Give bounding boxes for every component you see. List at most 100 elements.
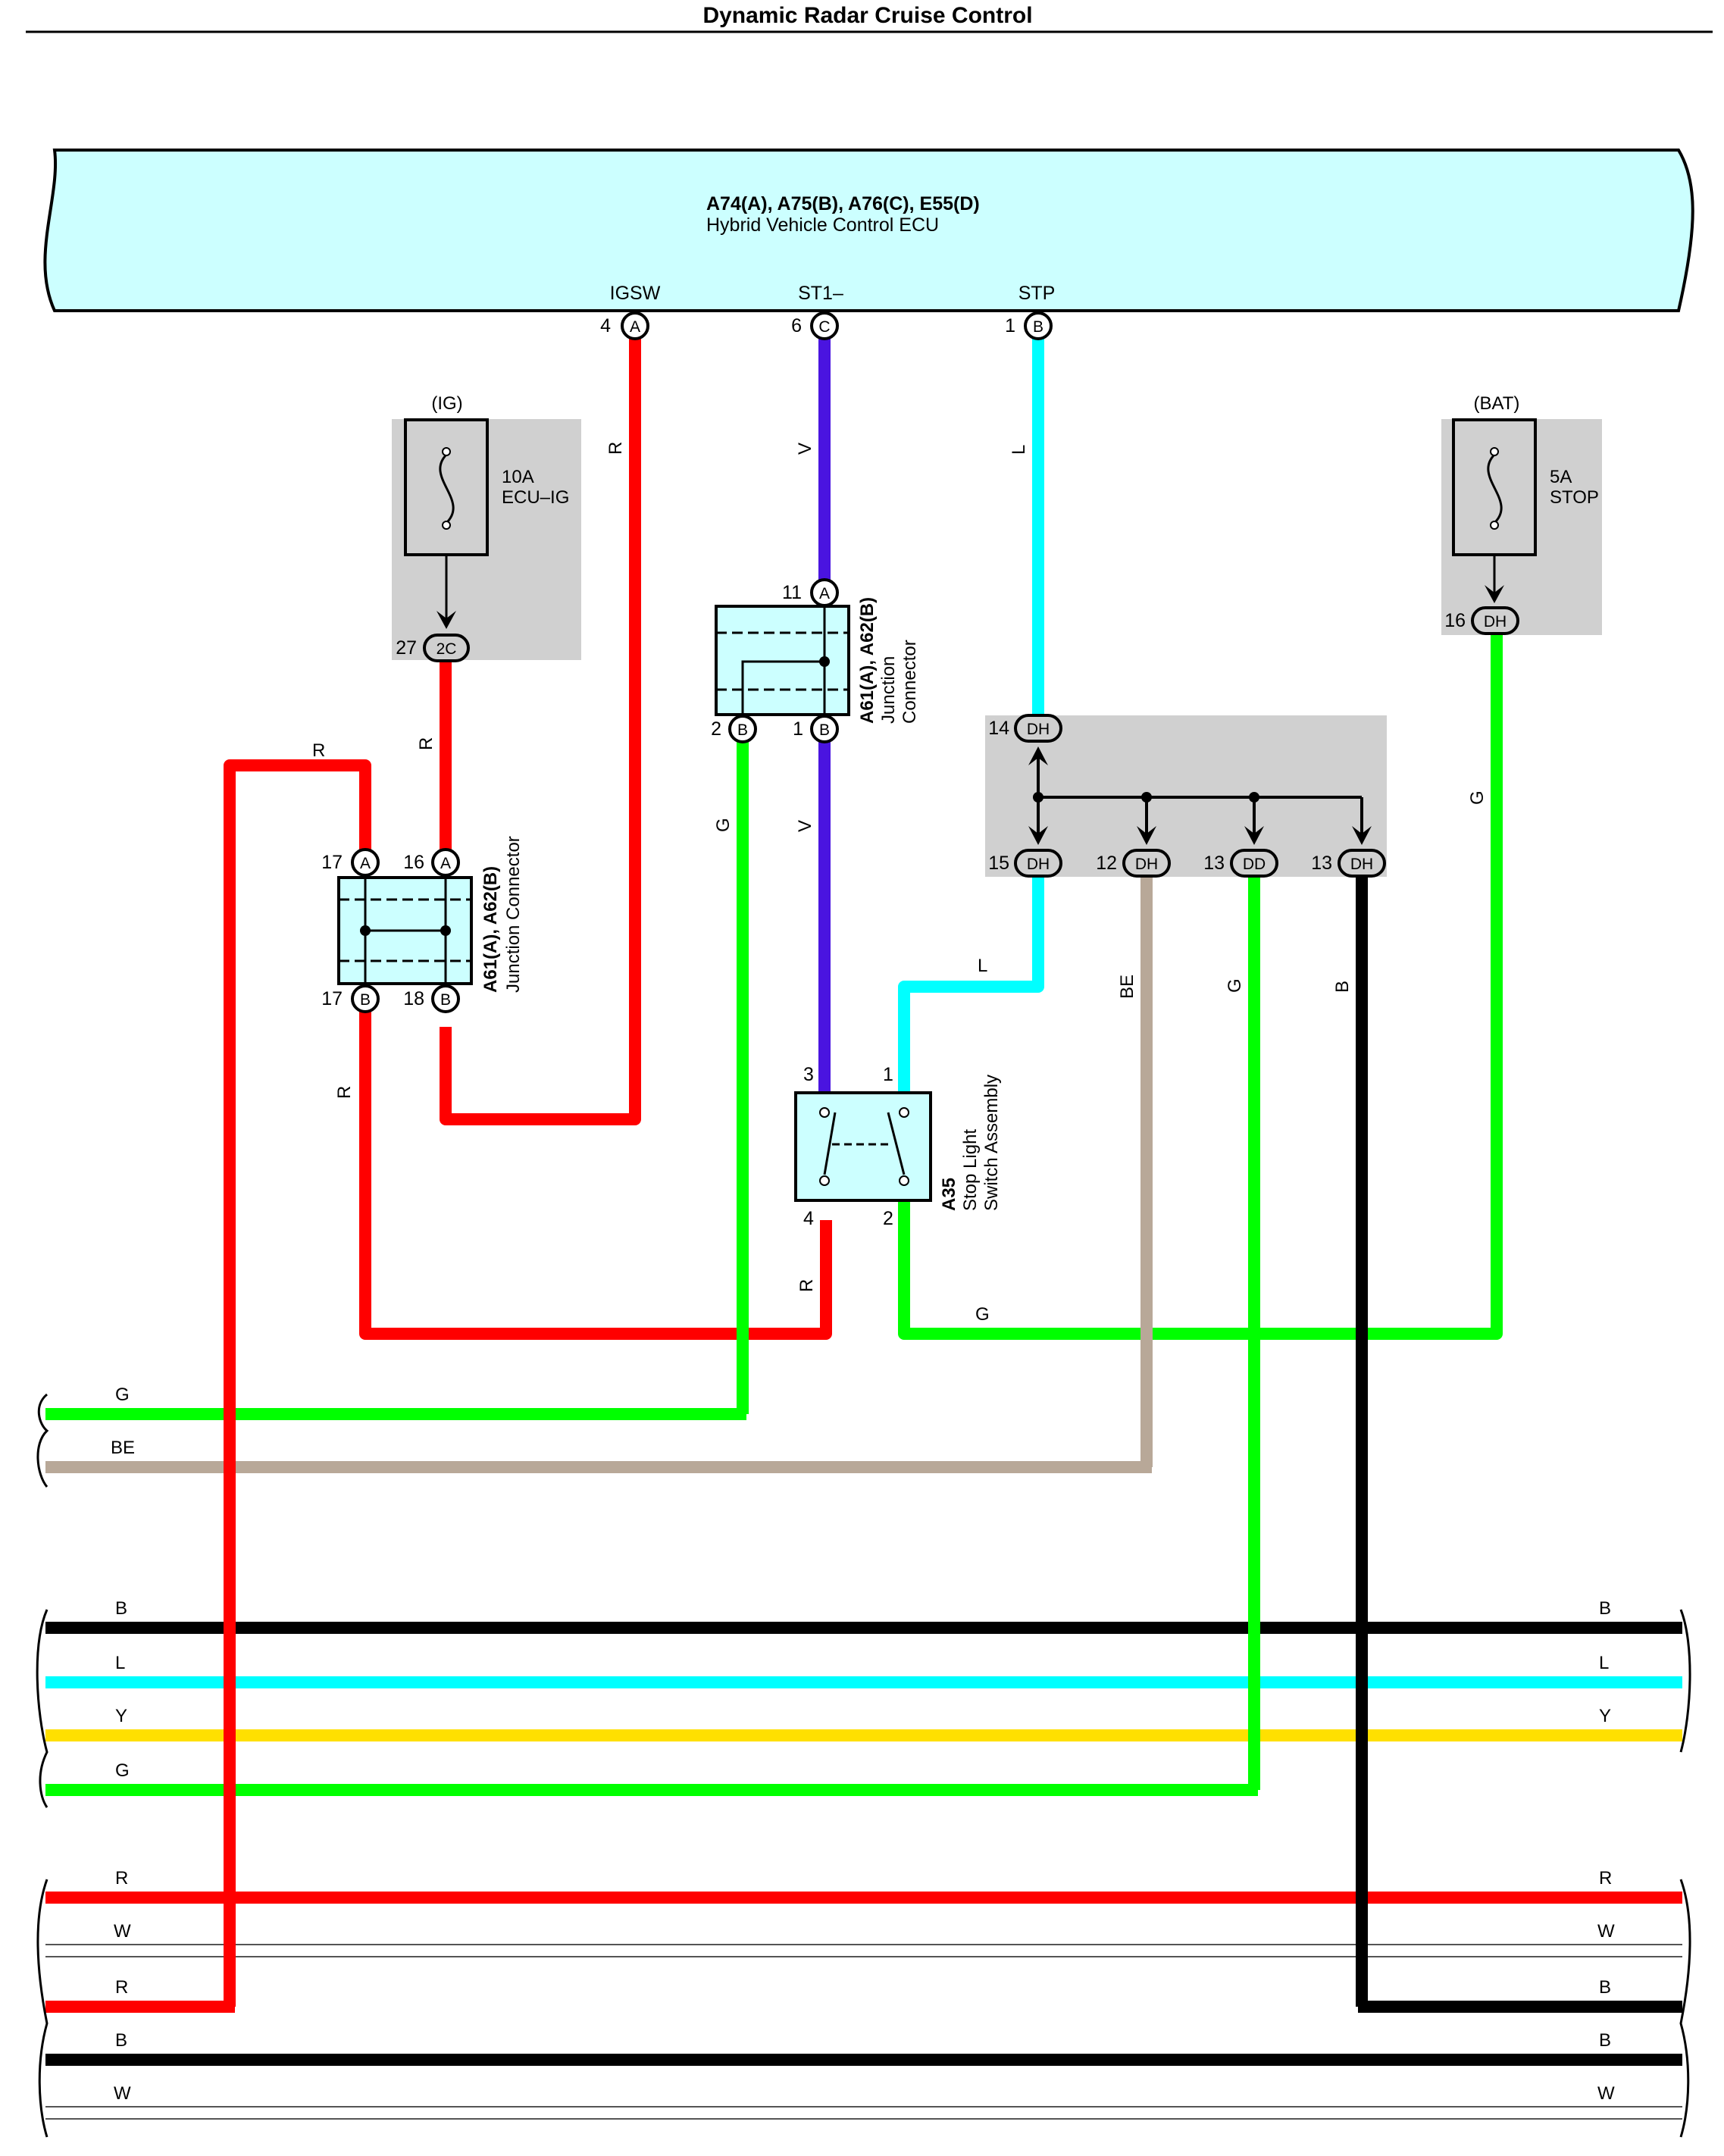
ecu-terminals: A 4 C 6 B 1 (600, 311, 1053, 340)
splice-arrow-icon (1244, 826, 1264, 845)
terminal-igsw-conn: A (630, 318, 640, 336)
jc-left-terminal-17b: B 17 (321, 984, 380, 1013)
harness-label-left: R (115, 1977, 128, 1998)
fuse-ig-group: (IG) (431, 393, 462, 414)
switch-pin-4: 4 (803, 1208, 814, 1229)
jc-mid-conn: A (819, 585, 830, 602)
harness-break-marks (36, 1393, 1691, 2138)
jc-mid-terminals: A 11 B 2 B 1 (711, 578, 839, 743)
wire-label-switch-in: L (978, 956, 987, 976)
stop-switch-name-1: Stop Light (960, 1129, 981, 1211)
fuse-bat: (BAT) 5A STOP (1452, 393, 1599, 603)
harness-label-left: B (115, 1598, 127, 1619)
fuse-ig-pin: 27 (396, 637, 417, 659)
wire-label-fuse-ig: R (416, 737, 436, 750)
stop-switch-name-2: Switch Assembly (981, 1075, 1002, 1211)
harness-wire-w-1 (45, 1944, 1682, 1957)
fuse-ig-rating: 10A (502, 467, 534, 487)
jc-mid-terminal-2b: B 2 (711, 715, 757, 743)
wire-label-jc-left-top: R (312, 740, 325, 761)
stop-switch-contact-icon (887, 1112, 906, 1175)
harness-label-left: Y (115, 1706, 127, 1726)
harness-label-left: W (114, 1921, 131, 1942)
fuse-terminals: 2C 27 DH 16 (396, 606, 1519, 662)
terminal-st1-conn: C (818, 318, 830, 336)
terminal-name-igsw: IGSW (610, 283, 661, 304)
jc-mid-conn: B (737, 721, 748, 739)
jc-left-code: A61(A), A62(B) (480, 866, 501, 993)
circuit-wires (224, 326, 1503, 2007)
wire-jc-left-bottom-red (359, 1000, 832, 1340)
splice-arrow-icon (1028, 826, 1048, 845)
fuse-ig-conn: 2C (436, 640, 457, 658)
fuse-bat-terminal: DH 16 (1444, 606, 1519, 635)
fuse-ig-arrow-icon (436, 611, 456, 629)
wire-label-g-drop: G (1225, 978, 1245, 993)
stop-light-switch: A35 Stop Light Switch Assembly 3 1 4 2 (794, 1064, 1002, 1229)
jc-left-conn: B (360, 991, 371, 1009)
splice-up-arrow-icon (1028, 746, 1048, 765)
jc-mid-terminal-1b: B 1 (793, 715, 839, 743)
fuse-bat-pin: 16 (1444, 610, 1466, 631)
terminal-igsw-pin: 4 (600, 315, 611, 336)
splice-pin: 13 (1203, 853, 1225, 874)
stop-switch-code: A35 (939, 1178, 959, 1211)
fuse-ig-icon (439, 453, 455, 524)
wire-color-labels: R V L R R R G V L BE G B R G G (312, 442, 1488, 1325)
wire-switch-in-blue (898, 864, 1044, 1096)
terminal-stp: B 1 (1005, 311, 1053, 340)
terminal-st1: C 6 (791, 311, 839, 340)
splice-arrow-icon (1137, 826, 1156, 845)
fuse-bat-name: STOP (1550, 487, 1599, 508)
wire-label-igsw: R (605, 442, 626, 455)
jc-left-conn: A (440, 855, 451, 872)
fuse-bat-conn: DH (1484, 613, 1507, 631)
splice-conn: DH (1135, 856, 1158, 873)
ecu-name: Hybrid Vehicle Control ECU (706, 214, 939, 236)
jc-left-terminal-17a: A 17 (321, 848, 380, 877)
splice-terminal-14dh: DH 14 (988, 714, 1062, 743)
fuse-bat-icon (1487, 453, 1503, 524)
jc-left-conn: B (440, 991, 451, 1009)
diagram-title: Dynamic Radar Cruise Control (702, 3, 1032, 28)
switch-pin-3: 3 (803, 1064, 814, 1085)
fuse-bat-arrow-icon (1485, 585, 1504, 603)
terminal-igsw: A 4 (600, 311, 649, 340)
jc-left-terminal-18b: B 18 (403, 984, 460, 1013)
fuse-ig-terminal: 2C 27 (396, 634, 470, 662)
harness-label-right: R (1599, 1868, 1612, 1888)
jc-mid-pin: 2 (711, 718, 721, 740)
wire-jc-left-top-red (224, 759, 371, 2007)
jc-mid-name-2: Connector (900, 640, 920, 724)
splice-junction (1028, 746, 1372, 845)
jc-left-pin: 17 (321, 988, 343, 1009)
harness-labels: G BE B B L L Y Y G R R W W R B B B W W (111, 1385, 1615, 2104)
jc-left-terminals: A 17 A 16 B 17 B 18 (321, 848, 460, 1013)
harness-wires (45, 1408, 1682, 2120)
wire-label-jc-left-bottom: R (334, 1086, 355, 1099)
jc-left-conn: A (360, 855, 371, 872)
fuse-ig: (IG) 10A ECU–IG (404, 393, 569, 629)
stop-switch-contact-icon (823, 1112, 837, 1175)
switch-pin-1: 1 (883, 1064, 893, 1085)
splice-arrow-icon (1352, 826, 1372, 845)
ecu-block (43, 149, 1694, 312)
wire-igsw-red (440, 326, 641, 1125)
jc-left-pin: 18 (403, 988, 424, 1009)
harness-label-left: G (115, 1385, 130, 1405)
harness-label-right: B (1599, 1598, 1611, 1619)
splice-conn: DH (1027, 856, 1050, 873)
harness-label-left: W (114, 2083, 131, 2104)
harness-label-left: G (115, 1760, 130, 1781)
splice-pin: 12 (1096, 853, 1117, 874)
wire-label-switch-ground: G (975, 1304, 990, 1325)
terminal-stp-conn: B (1033, 318, 1043, 336)
wire-switch-ground-green (898, 631, 1503, 1340)
fuse-ig-name: ECU–IG (502, 487, 569, 508)
splice-pin: 13 (1311, 853, 1332, 874)
stop-switch-body (794, 1091, 932, 1202)
splice-terminal-13dd: DD 13 (1203, 849, 1278, 878)
wire-label-jc-mid-left: G (713, 818, 734, 832)
harness-label-left: BE (111, 1438, 135, 1458)
